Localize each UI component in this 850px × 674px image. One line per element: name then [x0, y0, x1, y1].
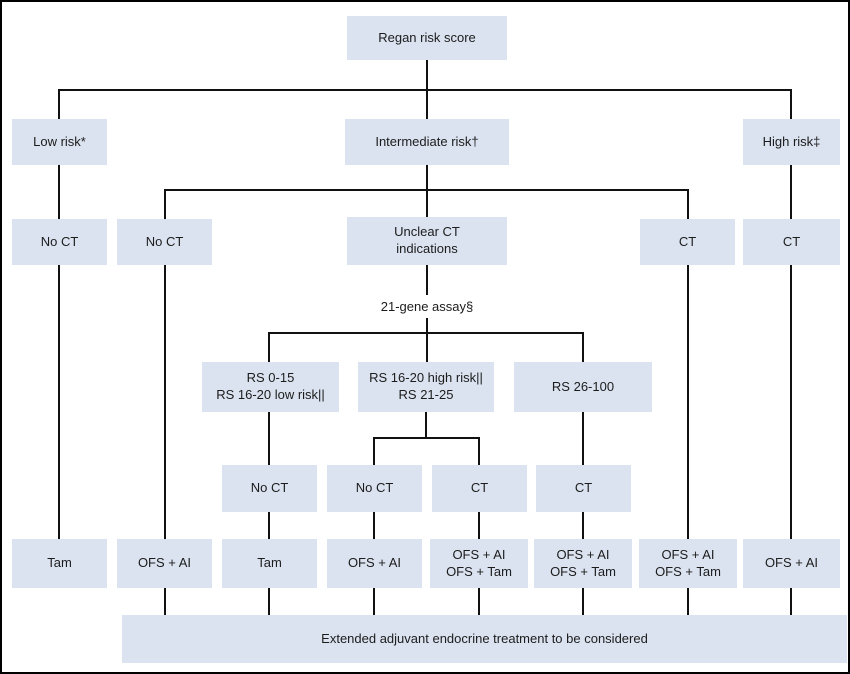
node-ct-rs-high: CT — [536, 465, 631, 512]
node-no-ct-intermediate-branch: No CT — [117, 219, 212, 265]
node-rs-0-15-low: RS 0-15 RS 16-20 low risk|| — [202, 362, 339, 412]
connector-line — [790, 165, 792, 219]
connector-line — [373, 588, 375, 615]
node-high-risk: High risk‡ — [743, 119, 840, 165]
connector-line — [426, 189, 428, 217]
connector-line — [478, 512, 480, 539]
node-treatment-ofs-combo-1: OFS + AI OFS + Tam — [430, 539, 528, 588]
connector-line — [373, 437, 480, 439]
connector-line — [426, 318, 428, 334]
connector-line — [268, 332, 270, 362]
connector-line — [268, 588, 270, 615]
node-treatment-ofs-combo-3: OFS + AI OFS + Tam — [639, 539, 737, 588]
node-rs-16-25-mid: RS 16-20 high risk|| RS 21-25 — [358, 362, 494, 412]
connector-line — [58, 89, 792, 91]
node-treatment-ofs-ai-2: OFS + AI — [327, 539, 422, 588]
connector-line — [790, 588, 792, 615]
node-treatment-ofs-combo-2: OFS + AI OFS + Tam — [534, 539, 632, 588]
node-ct-rs-mid: CT — [432, 465, 527, 512]
connector-line — [426, 265, 428, 295]
node-no-ct-low-branch: No CT — [12, 219, 107, 265]
connector-line — [164, 588, 166, 615]
node-no-ct-rs-mid: No CT — [327, 465, 422, 512]
node-rs-26-100: RS 26-100 — [514, 362, 652, 412]
node-unclear-ct-indications: Unclear CT indications — [347, 217, 507, 265]
connector-line — [582, 332, 584, 362]
connector-line — [268, 412, 270, 465]
connector-line — [373, 512, 375, 539]
connector-line — [687, 189, 689, 219]
node-ct-intermediate-branch: CT — [640, 219, 735, 265]
connector-line — [426, 165, 428, 191]
connector-line — [373, 437, 375, 465]
connector-line — [164, 265, 166, 539]
connector-line — [58, 265, 60, 539]
node-treatment-tam-2: Tam — [222, 539, 317, 588]
connector-line — [790, 89, 792, 119]
connector-line — [426, 89, 428, 119]
connector-line — [426, 332, 428, 362]
node-no-ct-rs-low: No CT — [222, 465, 317, 512]
connector-line — [478, 588, 480, 615]
node-treatment-ofs-ai-3: OFS + AI — [743, 539, 840, 588]
node-ct-high-branch: CT — [743, 219, 840, 265]
label-21-gene-assay: 21-gene assay§ — [380, 298, 474, 314]
connector-line — [790, 265, 792, 539]
connector-line — [687, 265, 689, 539]
connector-line — [58, 165, 60, 219]
connector-line — [582, 412, 584, 465]
connector-line — [582, 588, 584, 615]
node-treatment-ofs-ai-1: OFS + AI — [117, 539, 212, 588]
node-treatment-tam-1: Tam — [12, 539, 107, 588]
connector-line — [687, 588, 689, 615]
node-intermediate-risk: Intermediate risk† — [345, 119, 509, 165]
connector-line — [478, 437, 480, 465]
connector-line — [426, 60, 428, 90]
connector-line — [425, 412, 427, 438]
node-low-risk: Low risk* — [12, 119, 107, 165]
connector-line — [582, 512, 584, 539]
connector-line — [164, 189, 166, 219]
node-regan-risk-score: Regan risk score — [347, 16, 507, 60]
connector-line — [58, 89, 60, 119]
banner-extended-adjuvant-endocrine: Extended adjuvant endocrine treatment to… — [122, 615, 847, 663]
connector-line — [268, 512, 270, 539]
